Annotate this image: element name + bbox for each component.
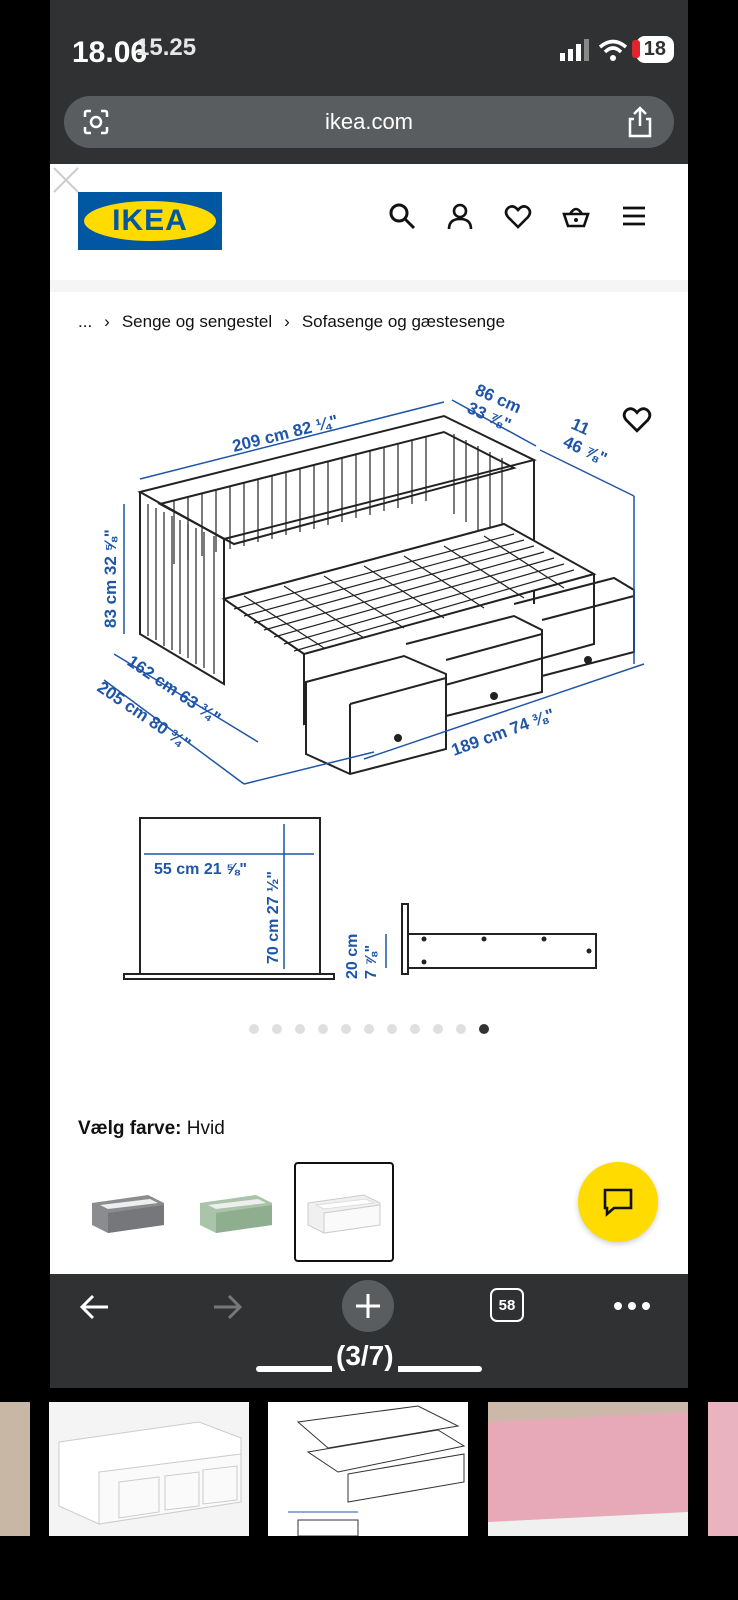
carousel-dot[interactable] — [272, 1024, 282, 1034]
signal-icon — [559, 38, 589, 61]
carousel-dot[interactable] — [341, 1024, 351, 1034]
chat-icon — [603, 1188, 633, 1217]
swatch-white[interactable] — [294, 1162, 394, 1262]
carousel-dot[interactable] — [318, 1024, 328, 1034]
header-divider — [50, 280, 688, 292]
breadcrumb-item-sofabeds[interactable]: Sofasenge og gæstesenge — [301, 312, 506, 331]
thumbnail-partial-left[interactable] — [0, 1402, 30, 1536]
carousel-dot[interactable] — [295, 1024, 305, 1034]
tab-switcher-button[interactable]: 58 — [490, 1288, 524, 1322]
url-text[interactable]: ikea.com — [324, 109, 414, 134]
logo-text: IKEA — [112, 204, 188, 237]
plus-icon — [356, 1294, 380, 1318]
carousel-dot[interactable] — [433, 1024, 443, 1034]
thumbnail-2[interactable] — [268, 1402, 468, 1536]
forward-arrow-icon[interactable] — [210, 1290, 244, 1324]
search-icon[interactable] — [388, 202, 416, 230]
dim-drawer-depth-in: 7 ⅞" — [363, 945, 380, 979]
swatch-green[interactable] — [186, 1162, 286, 1262]
chevron-right-icon: › — [284, 312, 290, 331]
account-icon[interactable] — [446, 202, 474, 230]
heart-icon[interactable] — [504, 202, 532, 230]
chevron-right-icon: › — [104, 312, 110, 331]
color-swatches — [78, 1162, 394, 1262]
battery-level: 18 — [643, 38, 666, 60]
swatch-grey[interactable] — [78, 1162, 178, 1262]
carousel-dot[interactable] — [410, 1024, 420, 1034]
thumbnail-3[interactable] — [488, 1402, 688, 1536]
dim-drawer-width: 55 cm 21 ⅝" — [154, 861, 247, 878]
image-filmstrip — [0, 1402, 738, 1536]
status-bar: 18.06 15.25 18 — [50, 0, 688, 90]
breadcrumb: ... › Senge og sengestel › Sofasenge og … — [78, 312, 505, 332]
color-label-prefix: Vælg farve: — [78, 1118, 182, 1139]
chat-button[interactable] — [578, 1162, 658, 1242]
dim-height: 83 cm 32 ⅝" — [101, 529, 120, 628]
selected-color-name: Hvid — [186, 1118, 225, 1139]
lens-scan-icon[interactable] — [82, 108, 110, 136]
carousel-dot[interactable] — [479, 1024, 489, 1034]
carousel-dot[interactable] — [249, 1024, 259, 1034]
image-carousel-dots[interactable] — [50, 1024, 688, 1034]
carousel-dot[interactable] — [456, 1024, 466, 1034]
status-icons: 18 — [559, 36, 674, 63]
wifi-icon — [598, 39, 627, 61]
product-dimension-diagram[interactable]: 209 cm 82 ¼" 86 cm 33 ⅞" 11 46 ⅞" 83 cm … — [74, 364, 664, 1004]
ikea-logo[interactable]: IKEA — [78, 192, 222, 250]
thumbnail-partial-right[interactable] — [708, 1402, 738, 1536]
breadcrumb-more[interactable]: ... — [78, 312, 93, 331]
address-bar[interactable]: ikea.com — [64, 96, 674, 148]
dim-drawer-depth: 20 cm — [344, 934, 361, 979]
header-nav — [388, 202, 648, 230]
battery-indicator: 18 — [631, 36, 674, 63]
webpage: IKEA ... › Senge og sengestel › Sofaseng… — [50, 164, 688, 1274]
back-arrow-icon[interactable] — [78, 1290, 112, 1324]
share-icon[interactable] — [626, 106, 654, 138]
cart-icon[interactable] — [562, 202, 590, 230]
browser-window: 18.06 15.25 18 ikea.com IKEA — [50, 0, 688, 1388]
status-time: 18.06 — [72, 36, 148, 69]
carousel-dot[interactable] — [387, 1024, 397, 1034]
favorite-heart-icon[interactable] — [622, 404, 652, 434]
dim-inner-length: 189 cm 74 ⅜" — [449, 705, 557, 760]
browser-toolbar: 58 (3/7) — [50, 1274, 688, 1388]
carousel-dot[interactable] — [364, 1024, 374, 1034]
image-counter: (3/7) — [332, 1340, 398, 1372]
tab-count: 58 — [498, 1296, 516, 1314]
more-icon[interactable] — [612, 1294, 652, 1318]
new-tab-button[interactable] — [342, 1280, 394, 1332]
dim-drawer-height: 70 cm 27 ½" — [265, 871, 282, 964]
status-time-overlay: 15.25 — [136, 34, 197, 61]
color-picker-label: Vælg farve: Hvid — [78, 1118, 225, 1140]
close-icon[interactable] — [50, 164, 82, 196]
thumbnail-1[interactable] — [49, 1402, 249, 1536]
menu-icon[interactable] — [620, 202, 648, 230]
breadcrumb-item-beds[interactable]: Senge og sengestel — [121, 312, 273, 331]
